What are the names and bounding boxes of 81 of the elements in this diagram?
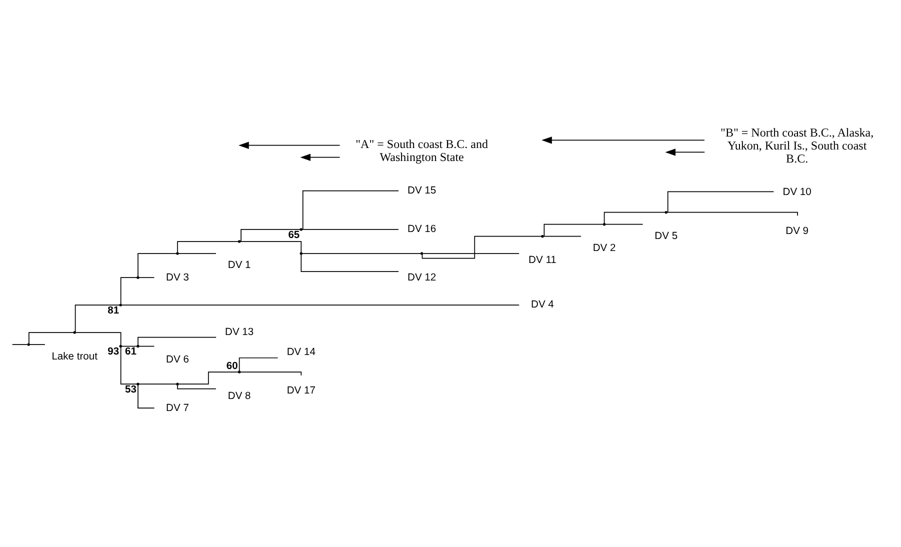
connector bbox=[178, 253, 216, 254]
node-text: DV 9 bbox=[786, 226, 809, 237]
connector bbox=[238, 357, 278, 372]
connector bbox=[302, 229, 399, 230]
connector bbox=[121, 346, 138, 347]
connector bbox=[240, 241, 302, 253]
node-point bbox=[238, 240, 241, 243]
node-point bbox=[136, 344, 140, 348]
connector bbox=[177, 384, 216, 390]
node-text: "A" = South coast B.C. and Washington State bbox=[356, 137, 488, 164]
node-text: DV 8 bbox=[228, 390, 251, 402]
node-text: DV 7 bbox=[166, 402, 189, 414]
node-point bbox=[176, 382, 179, 386]
node-text: DV 1 bbox=[228, 260, 251, 272]
node-point bbox=[176, 252, 179, 255]
connector bbox=[138, 346, 155, 347]
connector bbox=[667, 191, 774, 213]
node-label: 81 bbox=[108, 305, 120, 316]
node-point bbox=[602, 222, 606, 226]
connector bbox=[120, 277, 138, 304]
connector bbox=[300, 254, 399, 272]
connector bbox=[120, 346, 138, 384]
node-text: Lake trout bbox=[52, 351, 98, 362]
arrow bbox=[665, 148, 705, 156]
node-point bbox=[27, 343, 30, 346]
connector bbox=[29, 344, 46, 345]
connector bbox=[121, 304, 520, 306]
connector bbox=[240, 372, 302, 376]
node-label: 61 bbox=[124, 346, 136, 358]
connector bbox=[543, 236, 582, 237]
node-text: DV 15 bbox=[408, 186, 436, 197]
node-text: "B" = North coast B.C., Alaska, Yukon, Kuril Is., South coast B.C. bbox=[720, 125, 874, 166]
arrow bbox=[300, 154, 340, 161]
connector bbox=[544, 224, 604, 237]
node-point bbox=[541, 235, 544, 238]
connector bbox=[138, 253, 177, 277]
connector bbox=[12, 344, 28, 345]
node-point bbox=[300, 228, 303, 231]
node-point bbox=[238, 370, 241, 374]
connector bbox=[75, 332, 122, 346]
connector bbox=[302, 253, 422, 254]
connector bbox=[604, 212, 666, 224]
node-text: DV 10 bbox=[782, 187, 812, 198]
node-point bbox=[119, 344, 122, 348]
connector bbox=[138, 277, 155, 278]
node-text: DV 16 bbox=[408, 224, 436, 236]
node-text: DV 17 bbox=[286, 386, 316, 397]
node-point bbox=[136, 276, 140, 279]
node-label: 60 bbox=[226, 361, 238, 372]
node-point bbox=[73, 331, 76, 334]
connector bbox=[422, 236, 542, 259]
node-label: 93 bbox=[108, 346, 120, 358]
connector bbox=[240, 229, 301, 242]
node-text: DV 11 bbox=[528, 255, 556, 266]
connector bbox=[422, 253, 520, 254]
node-point bbox=[420, 252, 424, 255]
connector bbox=[177, 241, 239, 253]
node-point bbox=[119, 304, 122, 306]
node-text: DV 13 bbox=[225, 327, 254, 338]
connector bbox=[604, 224, 644, 225]
node-label: 65 bbox=[288, 230, 300, 241]
node-point bbox=[136, 382, 140, 386]
arrow bbox=[238, 142, 340, 149]
node-label: 53 bbox=[124, 384, 136, 396]
connector bbox=[666, 212, 798, 216]
connector bbox=[302, 190, 400, 230]
node-text: DV 14 bbox=[286, 346, 316, 358]
connector bbox=[74, 304, 120, 332]
connector bbox=[178, 372, 238, 384]
node-text: DV 5 bbox=[654, 231, 678, 242]
connector bbox=[28, 332, 74, 344]
node-text: DV 12 bbox=[408, 272, 436, 284]
node-text: DV 4 bbox=[531, 300, 554, 311]
node-text: DV 3 bbox=[166, 272, 189, 284]
node-text: DV 6 bbox=[166, 354, 189, 366]
node-point bbox=[664, 210, 668, 214]
node-text: DV 2 bbox=[592, 243, 616, 254]
connector bbox=[138, 336, 217, 346]
connector bbox=[138, 384, 155, 409]
arrow bbox=[542, 136, 705, 144]
node-point bbox=[300, 252, 303, 255]
